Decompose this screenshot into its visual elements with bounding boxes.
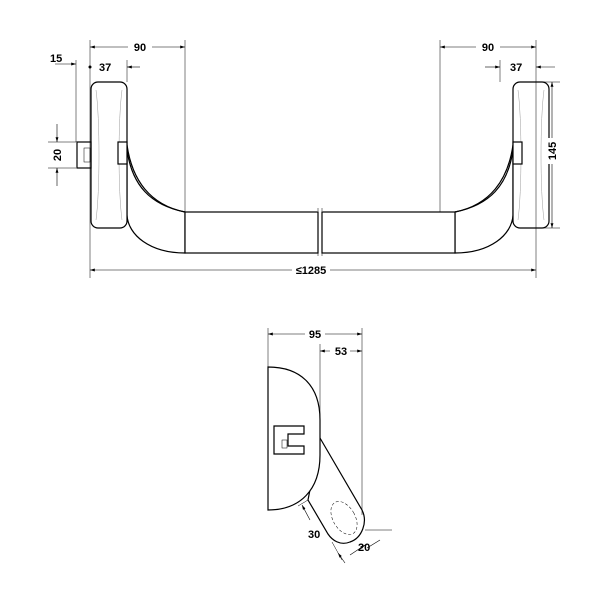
dim-bar-diameter: 20 <box>358 542 370 554</box>
left-handle <box>76 81 319 254</box>
dim-right-pad-depth: 37 <box>510 62 522 74</box>
dim-arm-projection: 53 <box>335 346 347 358</box>
dim-arm-width: 30 <box>308 529 320 541</box>
dim-pad-height: 145 <box>547 142 559 160</box>
dim-strike-height: 20 <box>52 149 64 161</box>
dim-left-pad-depth: 37 <box>99 62 111 74</box>
front-view-labels: 90 37 15 20 90 37 145 ≤1285 <box>50 40 559 277</box>
dim-total-length: ≤1285 <box>296 265 327 277</box>
right-handle <box>321 81 550 254</box>
dim-right-width: 90 <box>482 42 494 54</box>
dim-left-width: 90 <box>134 42 146 54</box>
dim-strike-offset: 15 <box>50 53 62 65</box>
side-view: 95 53 30 20 <box>267 327 392 564</box>
dim-side-depth: 95 <box>309 329 321 341</box>
